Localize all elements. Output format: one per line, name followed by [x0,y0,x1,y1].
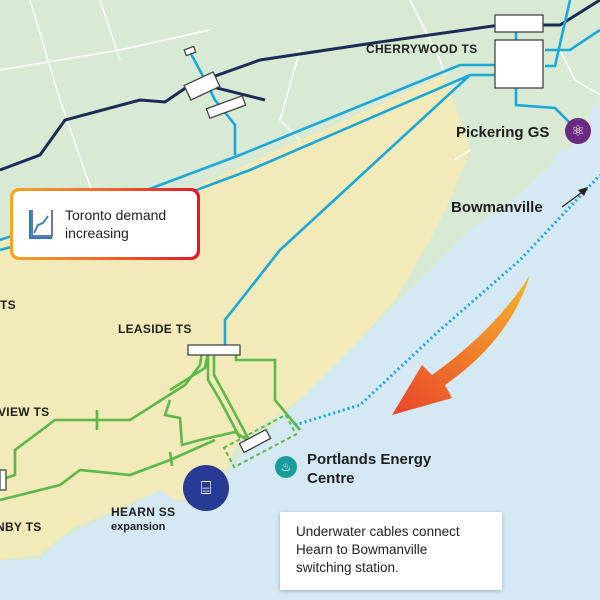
label-hearn: HEARN SS [111,505,176,519]
underwater-note: Underwater cables connect Hearn to Bowma… [280,512,502,590]
stations [0,14,544,491]
label-bowmanville: Bowmanville [451,199,543,216]
label-hearn-sub: expansion [111,521,166,533]
lake [0,95,600,600]
portlands-line1: Portlands Energy [307,451,432,468]
label-pickering: Pickering GS [456,124,550,141]
label-cherrywood: CHERRYWOOD TS [366,42,478,56]
label-nby-ts: NBY TS [0,520,42,534]
nuclear-icon: ⚛ [565,118,591,144]
portlands-box [222,413,298,469]
substation-icon: ⌸ [183,465,229,511]
flow-arrow [392,275,530,415]
callout-line1: Toronto demand [65,207,167,223]
label-view-ts: VIEW TS [0,405,50,419]
label-leaside: LEASIDE TS [118,322,192,336]
gas-flame-icon: ♨ [275,456,297,478]
demand-callout: Toronto demand increasing [10,188,200,260]
underwater-cable [294,173,600,427]
callout-line2: increasing [65,225,129,241]
chart-trend-icon [29,210,53,239]
land-tan [0,75,470,560]
portlands-station [238,428,272,454]
label-ts-left: TS [0,298,16,312]
green-distribution-lines [0,351,301,502]
portlands-line2: Centre [307,470,355,487]
